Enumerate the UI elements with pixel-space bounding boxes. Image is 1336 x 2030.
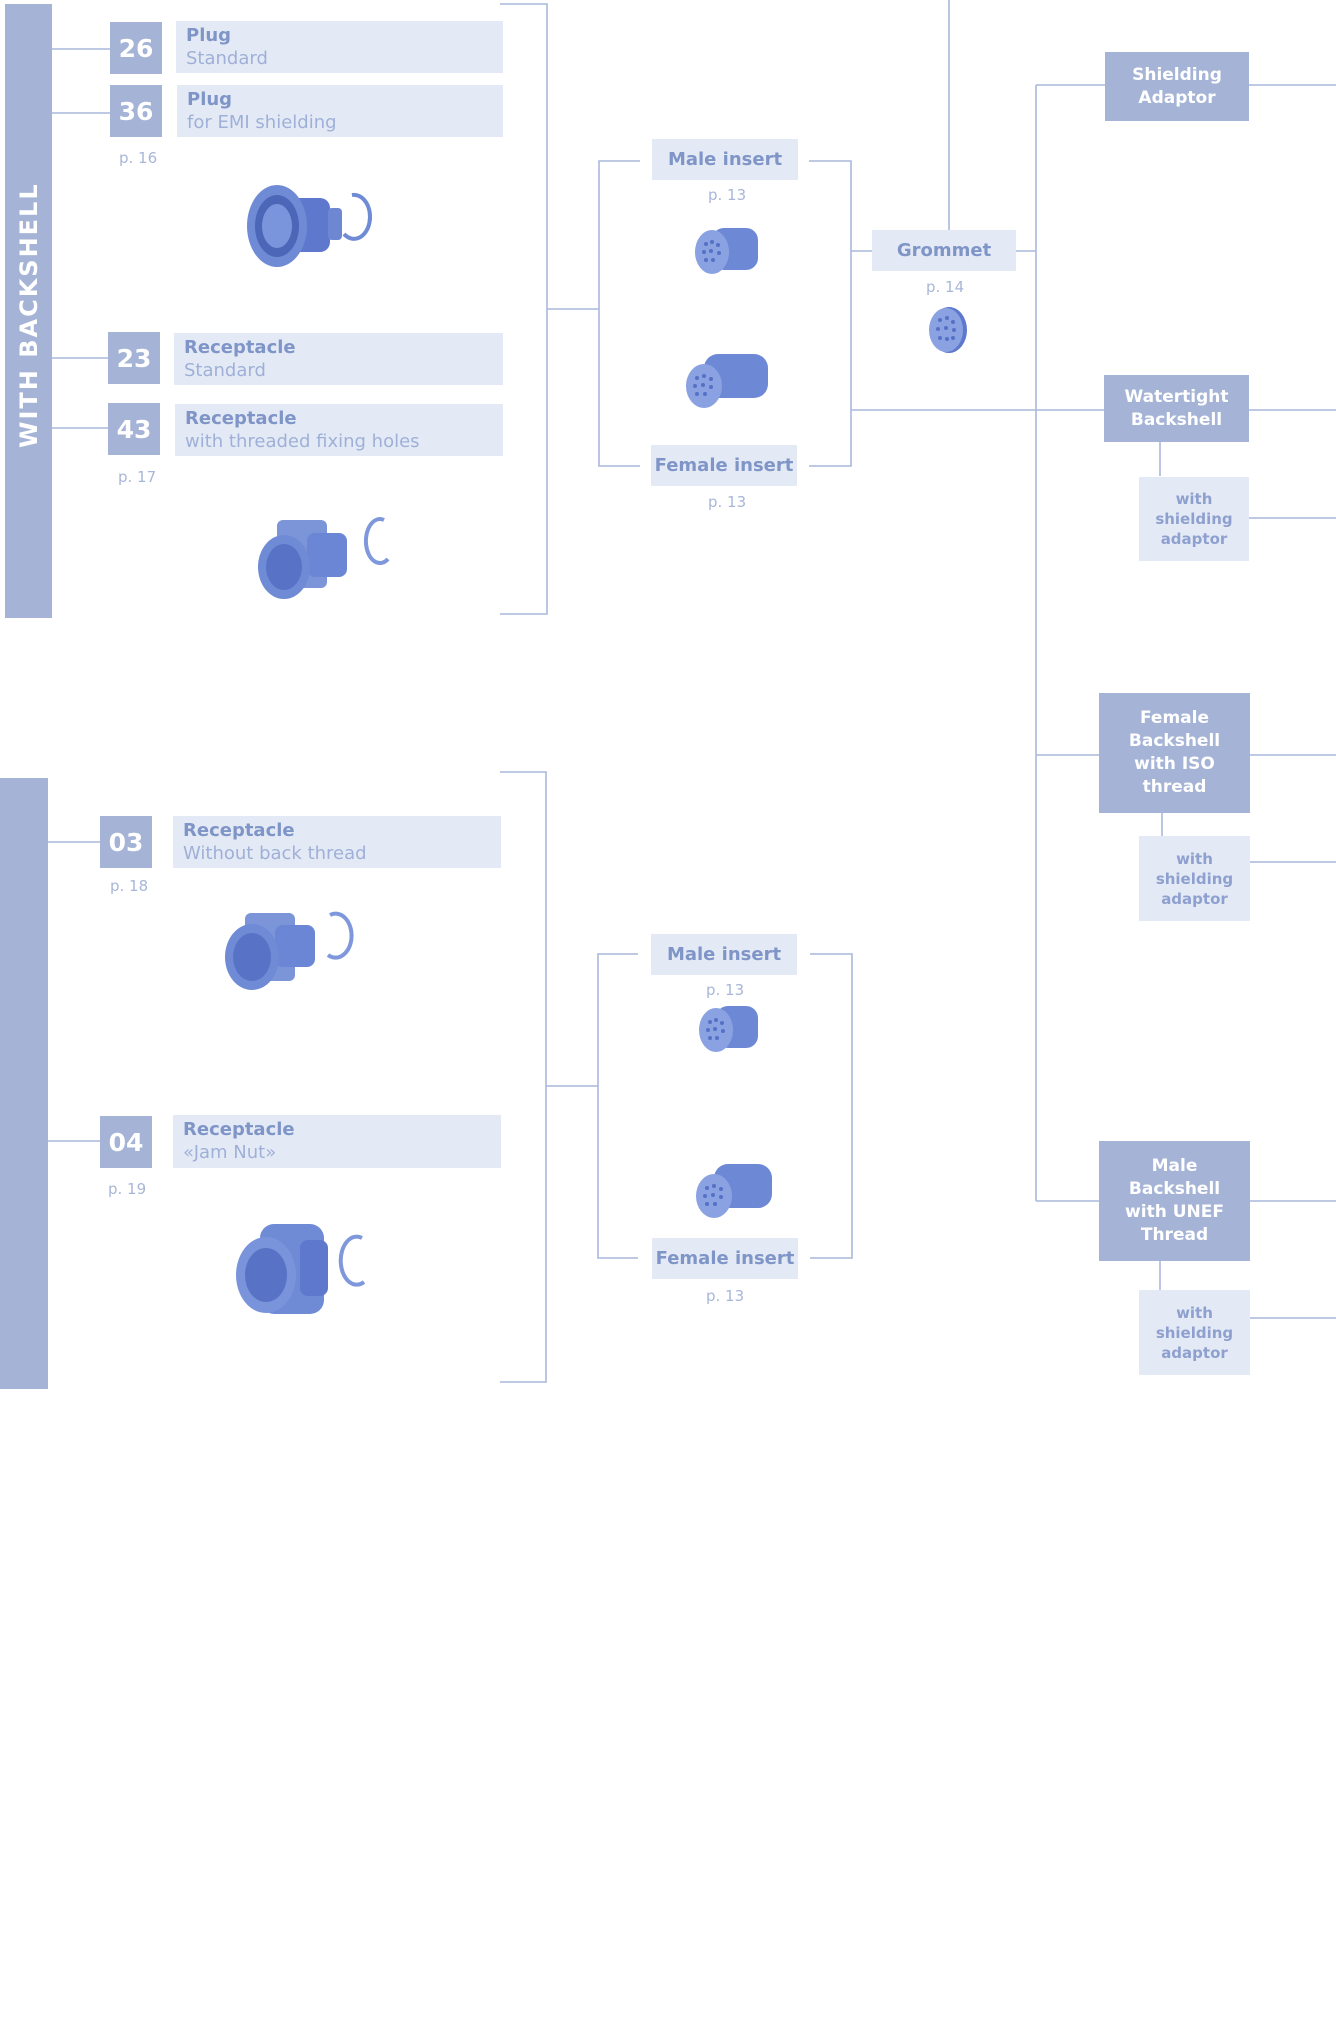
receptacle-03-image bbox=[225, 911, 354, 990]
without-backshell-bar: WITHOUT BACKSHELL bbox=[0, 778, 48, 2030]
without-backshell-label: WITHOUT BACKSHELL bbox=[11, 1702, 39, 2030]
female-insert-image-bottom bbox=[696, 1164, 772, 1218]
page-ref-receptacle-04: p. 19 bbox=[108, 1180, 147, 1198]
with-backshell-label: WITH BACKSHELL bbox=[15, 182, 43, 448]
product-code: 26 bbox=[110, 22, 162, 74]
male-insert-label: Male insert bbox=[652, 139, 798, 180]
female-insert-image bbox=[686, 354, 768, 408]
page-ref-male-insert: p. 13 bbox=[708, 186, 747, 204]
female-insert-label-bottom: Female insert bbox=[652, 1238, 798, 1279]
receptacle-04-image bbox=[236, 1224, 366, 1314]
page-ref-male-insert-bottom: p. 13 bbox=[706, 981, 745, 999]
receptacle-connector-image bbox=[258, 517, 390, 599]
plug-connector-image bbox=[247, 185, 372, 267]
page-ref-female-insert-bottom: p. 13 bbox=[706, 1287, 745, 1305]
page-ref-receptacle: p. 17 bbox=[118, 468, 157, 486]
connector-lines bbox=[48, 0, 1336, 1383]
page-ref-plug: p. 16 bbox=[119, 149, 158, 167]
product-code: 23 bbox=[108, 332, 160, 384]
male-insert-label-bottom: Male insert bbox=[651, 934, 797, 975]
page-ref-female-insert: p. 13 bbox=[708, 493, 747, 511]
product-code: 36 bbox=[110, 85, 162, 137]
product-label-receptacle-jam-nut: Receptacle«Jam Nut» bbox=[173, 1115, 501, 1168]
page-ref-receptacle-03: p. 18 bbox=[110, 877, 149, 895]
product-code: 04 bbox=[100, 1116, 152, 1168]
page-ref-grommet: p. 14 bbox=[926, 278, 965, 296]
grommet-label: Grommet bbox=[872, 230, 1016, 271]
with-backshell-bar: WITH BACKSHELL bbox=[5, 4, 52, 618]
product-code: 43 bbox=[108, 403, 160, 455]
male-insert-image-bottom bbox=[699, 1006, 758, 1052]
male-insert-image bbox=[695, 228, 758, 274]
grommet-image bbox=[929, 307, 967, 353]
product-code: 03 bbox=[100, 816, 152, 868]
female-insert-label: Female insert bbox=[651, 445, 797, 486]
